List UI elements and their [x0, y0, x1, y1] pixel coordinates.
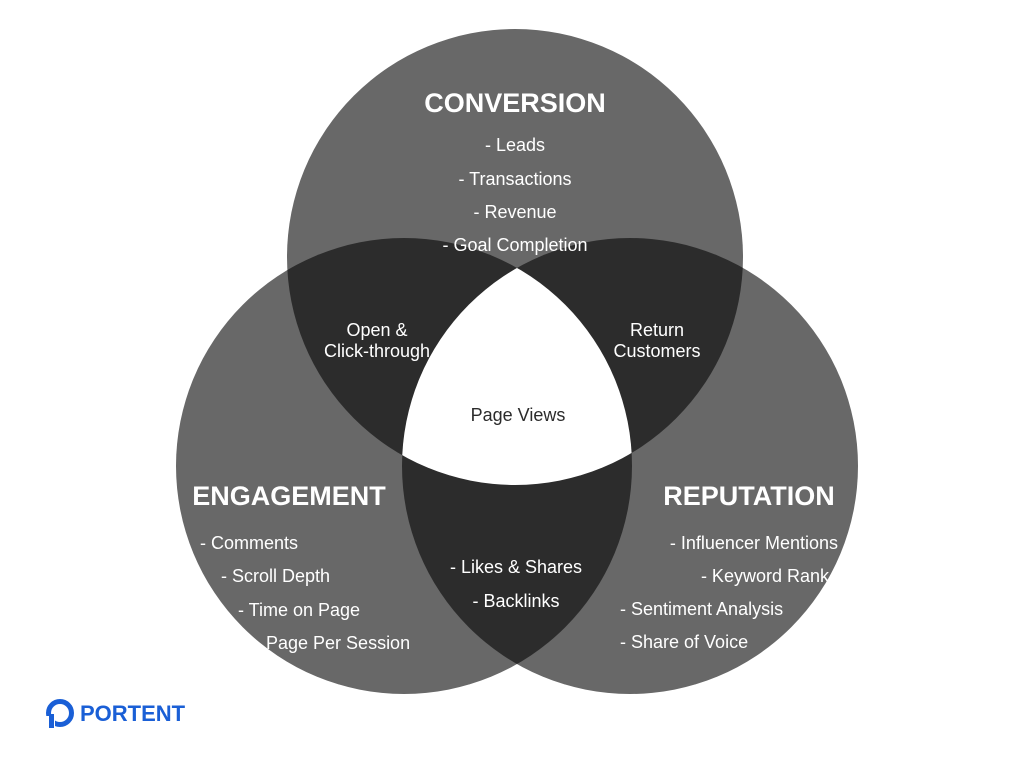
reputation-item: - Sentiment Analysis: [620, 599, 783, 619]
overlap-conversion-engagement-label: Open &: [346, 320, 407, 340]
conversion-title: CONVERSION: [424, 88, 606, 118]
engagement-item: - Comments: [200, 533, 298, 553]
reputation-item: - Keyword Rank: [701, 566, 830, 586]
overlap-engagement-reputation-label: - Backlinks: [472, 591, 559, 611]
engagement-item: - Time on Page: [238, 600, 360, 620]
overlap-conversion-engagement-label: Click-through: [324, 341, 430, 361]
portent-ring-icon: [46, 699, 74, 728]
engagement-title: ENGAGEMENT: [192, 481, 386, 511]
conversion-item: - Revenue: [473, 202, 556, 222]
engagement-item: - Scroll Depth: [221, 566, 330, 586]
portent-logo: PORTENT: [46, 699, 186, 728]
overlap-engagement-reputation-label: - Likes & Shares: [450, 557, 582, 577]
overlap-conversion-reputation-label: Return: [630, 320, 684, 340]
conversion-item: - Transactions: [458, 169, 571, 189]
portent-logo-text: PORTENT: [80, 701, 186, 726]
reputation-item: - Share of Voice: [620, 632, 748, 652]
conversion-item: - Goal Completion: [442, 235, 587, 255]
reputation-title: REPUTATION: [663, 481, 835, 511]
overlap-conversion-reputation-label: Customers: [613, 341, 700, 361]
engagement-item: - Page Per Session: [255, 633, 410, 653]
conversion-item: - Leads: [485, 135, 545, 155]
overlap-all-label: Page Views: [471, 405, 566, 425]
reputation-item: - Influencer Mentions: [670, 533, 838, 553]
